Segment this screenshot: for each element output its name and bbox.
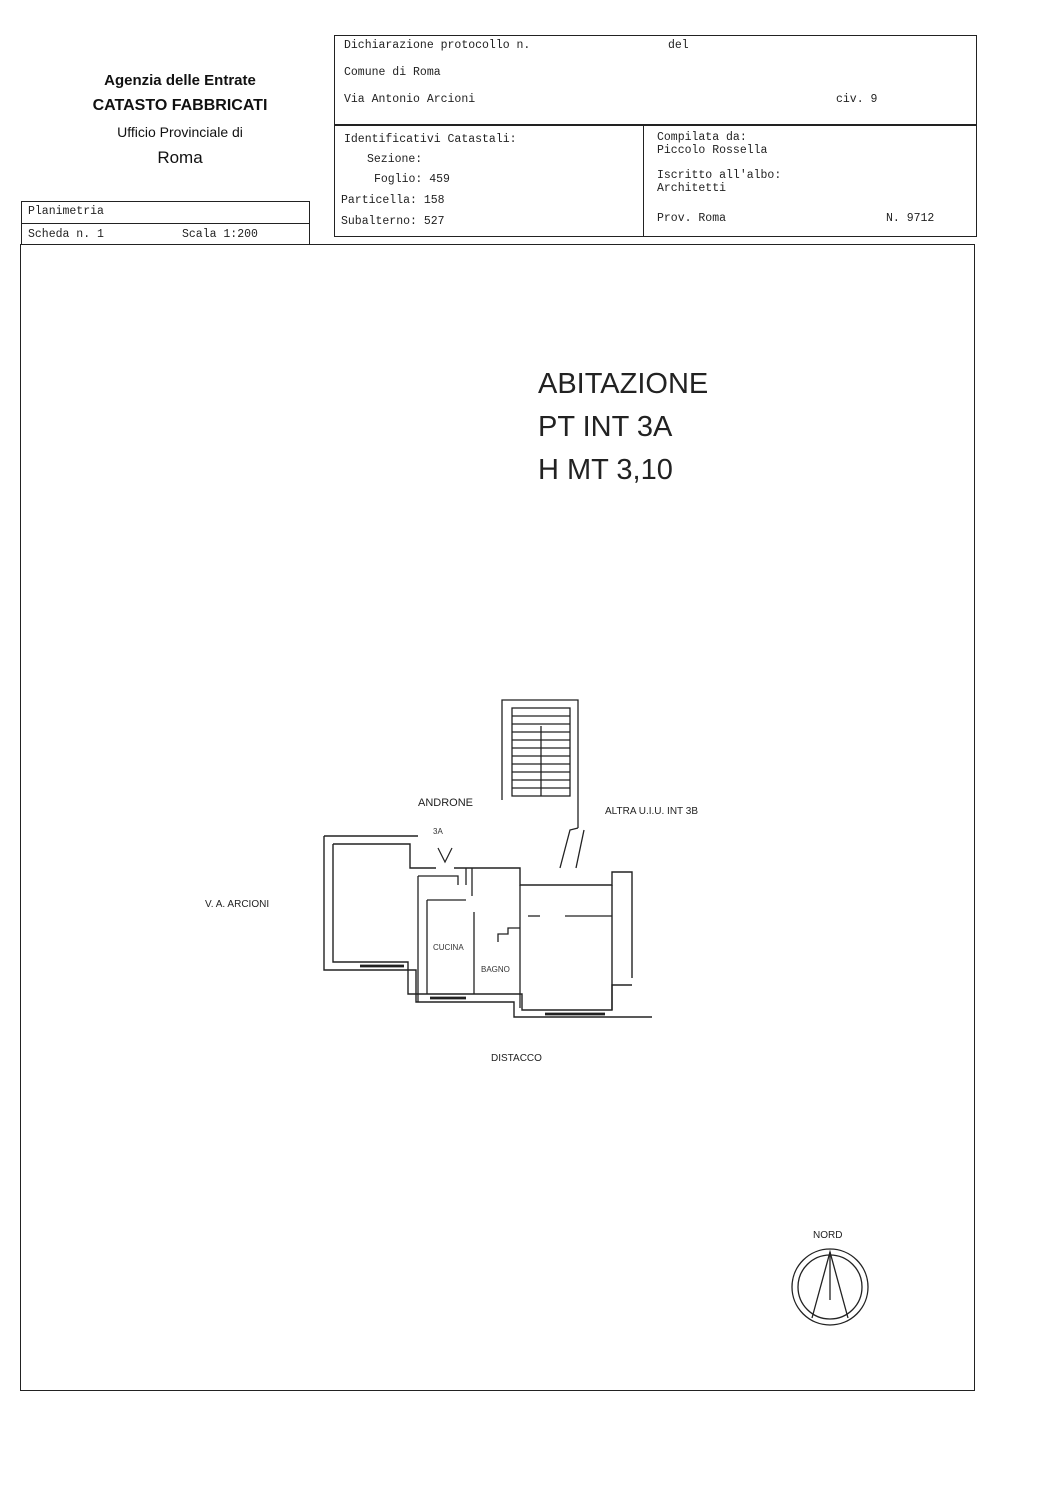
cucina-label: CUCINA [433, 943, 464, 952]
north-arrow [791, 1248, 869, 1326]
unit-type: ABITAZIONE [538, 368, 709, 400]
windows [360, 964, 605, 1016]
ufficio-label: Ufficio Provinciale di [117, 124, 243, 140]
comune-label: Comune di Roma [344, 66, 441, 79]
compilata-name: Piccolo Rossella [657, 144, 768, 157]
identification-divider [643, 125, 644, 237]
identification-box [334, 125, 977, 237]
foglio-label: Foglio: 459 [374, 173, 450, 186]
unit-floor-int: PT INT 3A [538, 411, 673, 443]
albo-value: Architetti [657, 182, 727, 195]
outer-walls [323, 835, 652, 1018]
agency-name: Agenzia delle Entrate [104, 72, 256, 89]
distacco-label: DISTACCO [491, 1053, 542, 1064]
sezione-label: Sezione: [367, 153, 423, 166]
civico-label: civ. 9 [836, 93, 878, 106]
drawing-frame [20, 244, 975, 1391]
altra-uiu-label: ALTRA U.I.U. INT 3B [605, 806, 698, 817]
entrance-arrow [437, 847, 453, 864]
entrance-label: 3A [433, 827, 443, 836]
identificativi-title: Identificativi Catastali: [344, 133, 517, 146]
ufficio-city: Roma [157, 148, 203, 167]
planimetria-divider [21, 223, 310, 224]
unit-height: H MT 3,10 [538, 454, 673, 486]
internal-walls [417, 868, 612, 1008]
particella-label: Particella: 158 [341, 194, 445, 207]
prov-label: Prov. Roma [657, 212, 727, 225]
street-label: V. A. ARCIONI [205, 899, 270, 910]
bagno-label: BAGNO [481, 965, 510, 974]
staircase [501, 699, 579, 828]
scala-label: Scala 1:200 [182, 228, 258, 241]
iscritto-label: Iscritto all'albo: [657, 169, 782, 182]
nord-label: NORD [813, 1230, 843, 1241]
dichiarazione-label: Dichiarazione protocollo n. [344, 39, 531, 52]
scheda-label: Scheda n. 1 [28, 228, 104, 241]
via-label: Via Antonio Arcioni [344, 93, 476, 106]
androne-label: ANDRONE [418, 797, 474, 809]
numero-albo: N. 9712 [886, 212, 935, 225]
del-label: del [668, 39, 689, 52]
declaration-box [334, 35, 977, 125]
planimetria-label: Planimetria [28, 205, 104, 218]
compilata-label: Compilata da: [657, 131, 747, 144]
subalterno-label: Subalterno: 527 [341, 215, 445, 228]
catasto-title: CATASTO FABBRICATI [92, 97, 268, 114]
